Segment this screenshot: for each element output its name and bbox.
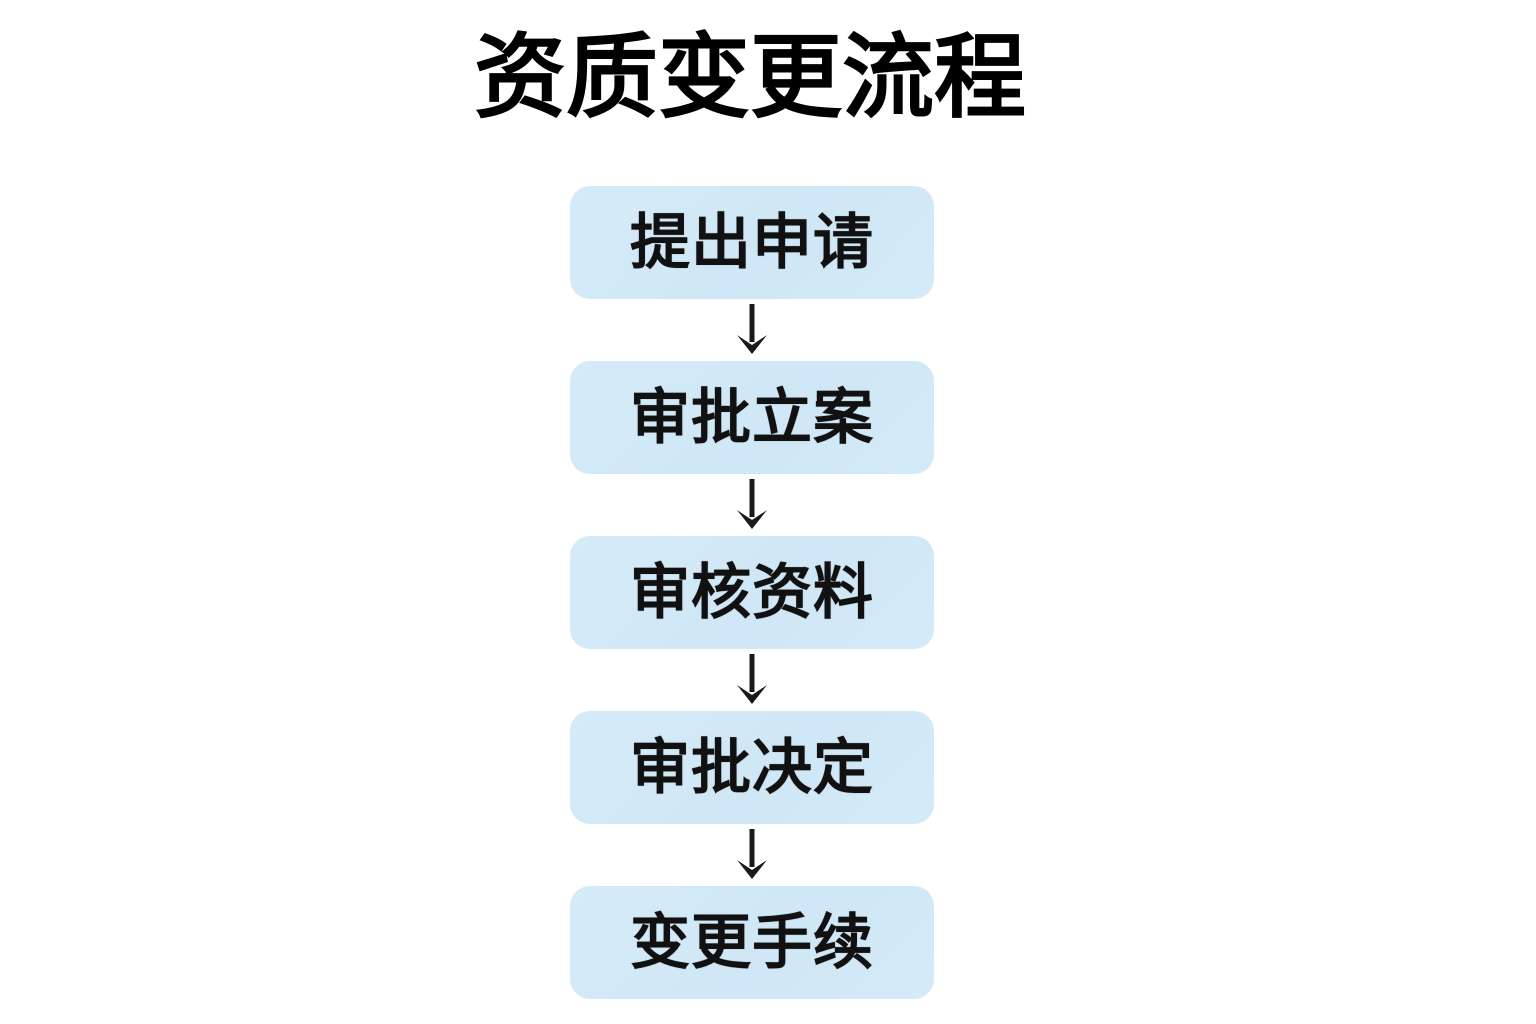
flow-step-4[interactable]: 审批决定 <box>570 711 934 824</box>
flow-step-label: 变更手续 <box>630 907 874 978</box>
flow-step-label: 审批立案 <box>630 382 874 453</box>
flowchart-steps-column: 提出申请 审批立案 审核资料 <box>570 186 934 999</box>
flow-step-label: 审核资料 <box>630 557 874 628</box>
flow-connector-4 <box>570 824 934 886</box>
down-arrow-icon <box>737 304 767 354</box>
down-arrow-icon <box>737 654 767 704</box>
flow-step-1[interactable]: 提出申请 <box>570 186 934 299</box>
flow-connector-2 <box>570 474 934 536</box>
flow-connector-1 <box>570 299 934 361</box>
flow-step-2[interactable]: 审批立案 <box>570 361 934 474</box>
flow-step-3[interactable]: 审核资料 <box>570 536 934 649</box>
flow-step-5[interactable]: 变更手续 <box>570 886 934 999</box>
flow-step-label: 提出申请 <box>630 207 874 278</box>
flow-connector-3 <box>570 649 934 711</box>
down-arrow-icon <box>737 829 767 879</box>
flow-step-label: 审批决定 <box>630 732 874 803</box>
down-arrow-icon <box>737 479 767 529</box>
page-title: 资质变更流程 <box>473 24 1026 131</box>
